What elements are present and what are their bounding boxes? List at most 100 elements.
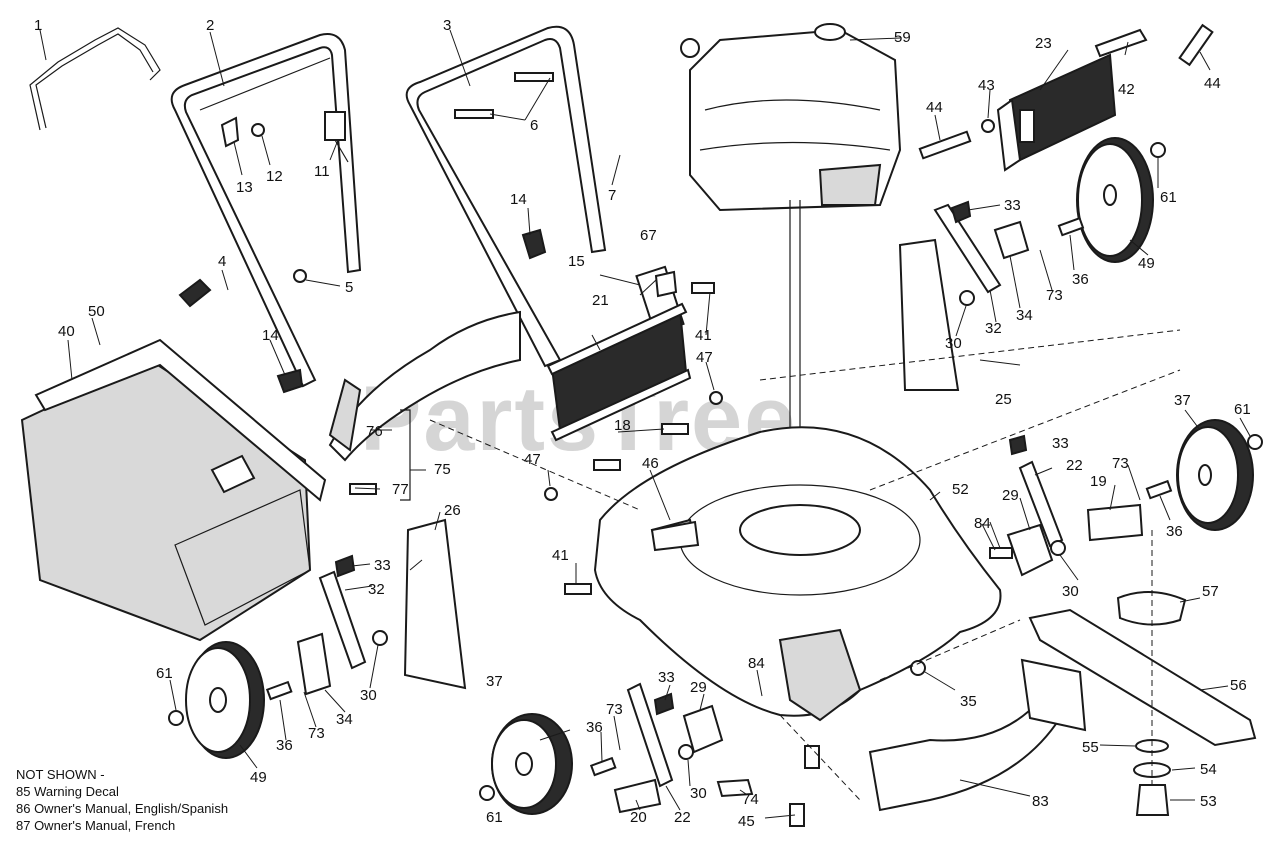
- callout-22-center: 22: [1066, 457, 1083, 474]
- part-46-decal: [650, 520, 700, 552]
- part-4-knob: [178, 278, 212, 308]
- part-14-knob-lower: [276, 368, 304, 394]
- part-47-nut-a: [709, 391, 723, 405]
- part-41-bolt-upper: [691, 282, 715, 294]
- part-12-bolt: [251, 123, 265, 137]
- callout-84-b: 84: [748, 655, 765, 672]
- part-30-washer-c: [372, 630, 388, 646]
- note-item: 85 Warning Decal: [16, 784, 119, 799]
- callout-18: 18: [614, 417, 631, 434]
- callout-53: 53: [1200, 793, 1217, 810]
- callout-36-d: 36: [586, 719, 603, 736]
- part-14-knob-upper: [521, 228, 547, 260]
- callout-45: 45: [738, 813, 755, 830]
- part-2-upper-handle: [170, 33, 362, 388]
- part-33-knob-b: [1008, 434, 1028, 456]
- callout-41-lower: 41: [552, 547, 569, 564]
- callout-56: 56: [1230, 677, 1247, 694]
- part-53-bolt: [1135, 784, 1170, 816]
- part-47-nut-b: [544, 487, 558, 501]
- callout-26: 26: [444, 502, 461, 519]
- callout-73-c: 73: [308, 725, 325, 742]
- part-32-lever-left: [318, 570, 367, 670]
- callout-37-left: 37: [486, 673, 503, 690]
- callout-33-b: 33: [1052, 435, 1069, 452]
- callout-20: 20: [630, 809, 647, 826]
- part-49-wheel-rear-left: [185, 641, 265, 759]
- part-43-spring: [981, 119, 995, 133]
- callout-73-a: 73: [1046, 287, 1063, 304]
- part-36-bolt-a: [1057, 216, 1085, 237]
- not-shown-notes: NOT SHOWN - 85 Warning Decal 86 Owner's …: [16, 766, 228, 834]
- callout-83: 83: [1032, 793, 1049, 810]
- callout-1: 1: [34, 17, 42, 34]
- callout-76: 76: [366, 423, 383, 440]
- callout-41-upper: 41: [695, 327, 712, 344]
- part-23-discharge-door: [996, 28, 1148, 172]
- callout-36-b: 36: [1166, 523, 1183, 540]
- callout-52: 52: [952, 481, 969, 498]
- callout-30-b: 30: [1062, 583, 1079, 600]
- part-30-washer-d: [678, 744, 694, 760]
- note-item: 86 Owner's Manual, English/Spanish: [16, 801, 229, 816]
- callout-33-d: 33: [658, 669, 675, 686]
- part-40-grass-bag: [20, 338, 327, 642]
- part-22-lever-center: [1018, 460, 1064, 548]
- part-45-bolt-b: [804, 745, 820, 769]
- callout-3: 3: [443, 17, 451, 34]
- part-5-nut: [293, 269, 307, 283]
- callout-29-front: 29: [690, 679, 707, 696]
- part-67-spacer: [654, 270, 678, 298]
- note-item: 87 Owner's Manual, French: [16, 818, 176, 833]
- callout-36-c: 36: [276, 737, 293, 754]
- callout-12: 12: [266, 168, 283, 185]
- callout-29-center: 29: [1002, 487, 1019, 504]
- callout-34-left: 34: [336, 711, 353, 728]
- callout-50: 50: [88, 303, 105, 320]
- part-61-nut-fl: [479, 785, 495, 801]
- part-11-spring: [324, 111, 346, 141]
- callout-46: 46: [642, 455, 659, 472]
- callout-43: 43: [978, 77, 995, 94]
- notes-heading: NOT SHOWN -: [16, 767, 105, 782]
- part-49-wheel-rear-right: [1076, 137, 1154, 263]
- callout-61-rr: 61: [1160, 189, 1177, 206]
- callout-42: 42: [1118, 81, 1135, 98]
- part-44-bolt-left: [918, 130, 972, 160]
- part-83-baffle: [868, 658, 1087, 812]
- callout-61-fr: 61: [1234, 401, 1251, 418]
- part-56-blade: [1028, 608, 1257, 747]
- part-41-bolt-lower: [564, 583, 592, 595]
- callout-47-b: 47: [524, 451, 541, 468]
- callout-35: 35: [960, 693, 977, 710]
- part-18-bolt-a: [661, 423, 689, 435]
- part-34-plate-right: [993, 220, 1030, 260]
- part-36-bolt-d: [589, 756, 617, 777]
- part-25-bracket: [898, 238, 960, 391]
- part-6-bolt-a: [454, 109, 494, 119]
- callout-54: 54: [1200, 761, 1217, 778]
- callout-30-d: 30: [690, 785, 707, 802]
- callout-30-c: 30: [360, 687, 377, 704]
- callout-74: 74: [742, 791, 759, 808]
- callout-47-a: 47: [696, 349, 713, 366]
- part-34-plate-left: [296, 632, 332, 696]
- callout-36-a: 36: [1072, 271, 1089, 288]
- callout-44-left: 44: [926, 99, 943, 116]
- callout-15: 15: [568, 253, 585, 270]
- part-59-engine: [680, 23, 902, 550]
- callout-57: 57: [1202, 583, 1219, 600]
- part-61-nut-rr: [1150, 142, 1166, 158]
- part-76-deflector: [328, 310, 521, 462]
- callout-40: 40: [58, 323, 75, 340]
- part-36-bolt-b: [1145, 479, 1173, 500]
- callout-73-b: 73: [1112, 455, 1129, 472]
- callout-22-front: 22: [674, 809, 691, 826]
- callout-32-left: 32: [368, 581, 385, 598]
- part-18-bolt-b: [593, 459, 621, 471]
- callout-77: 77: [392, 481, 409, 498]
- part-19-plate: [1086, 503, 1144, 542]
- callout-37-right: 37: [1174, 392, 1191, 409]
- callout-32-right: 32: [985, 320, 1002, 337]
